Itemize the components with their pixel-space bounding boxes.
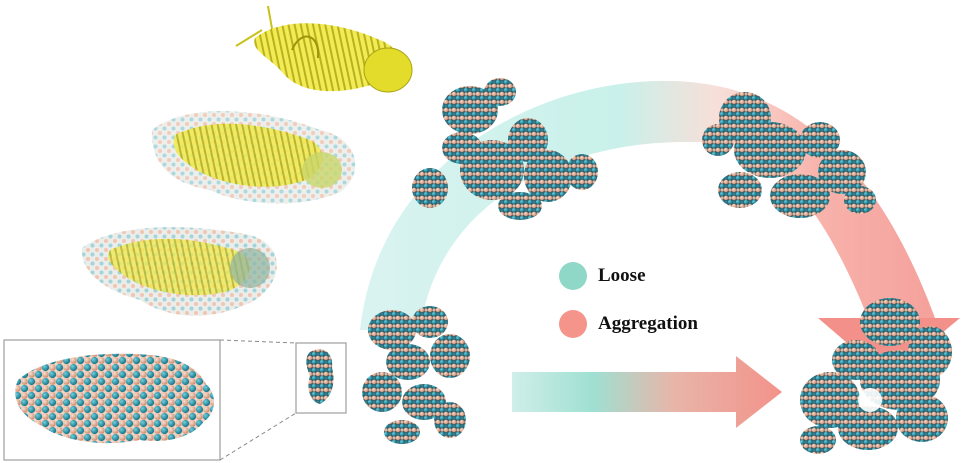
loose-cluster-top — [412, 78, 598, 220]
legend-label-aggregation: Aggregation — [598, 313, 698, 334]
atomic-cluster-zoomed — [15, 353, 214, 444]
loose-cluster-initial — [362, 306, 470, 444]
process-arrow — [512, 356, 782, 428]
atomic-cluster-small — [306, 349, 334, 404]
protein-ribbon-structure — [235, 5, 413, 93]
legend-marker-loose — [559, 262, 587, 290]
legend-marker-aggregation — [559, 310, 587, 338]
legend-label-loose: Loose — [598, 265, 646, 286]
coated-protein-structure-2 — [81, 227, 277, 316]
aggregated-cluster-top — [702, 92, 876, 218]
coated-protein-structure-1 — [151, 111, 356, 204]
